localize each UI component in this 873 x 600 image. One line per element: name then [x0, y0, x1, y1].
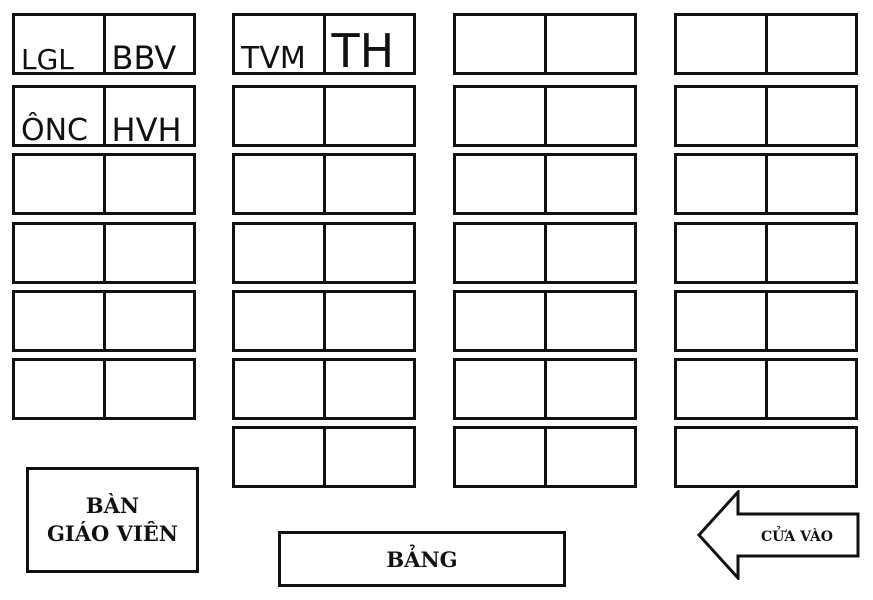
desk — [232, 358, 416, 420]
seat — [764, 361, 856, 417]
seat — [543, 16, 635, 72]
seat — [322, 293, 414, 349]
seat — [543, 293, 635, 349]
seat — [102, 225, 194, 281]
seat — [15, 156, 103, 212]
desk — [12, 153, 196, 215]
desk — [453, 153, 637, 215]
desk — [453, 290, 637, 352]
desk — [453, 13, 637, 75]
seat: LGL — [15, 16, 103, 73]
seat — [235, 156, 323, 212]
student-initials: ÔNC — [21, 113, 89, 145]
arrow-left-icon — [696, 490, 860, 580]
desk — [453, 426, 637, 488]
desk — [453, 85, 637, 147]
seat — [102, 361, 194, 417]
student-initials: TH — [331, 24, 395, 72]
seat — [543, 88, 635, 144]
desk — [232, 426, 416, 488]
seat — [456, 293, 544, 349]
desk — [453, 358, 637, 420]
seat — [456, 88, 544, 144]
entrance-label: CỬA VÀO — [761, 529, 833, 545]
desk — [674, 290, 858, 352]
desk — [453, 222, 637, 284]
seat — [322, 429, 414, 485]
desk — [12, 222, 196, 284]
seat — [456, 16, 544, 72]
desk — [232, 222, 416, 284]
desk: TVM TH — [232, 13, 416, 75]
seat — [677, 156, 765, 212]
desk — [232, 85, 416, 147]
seat — [102, 156, 194, 212]
seat — [235, 361, 323, 417]
desk — [12, 358, 196, 420]
desk — [232, 153, 416, 215]
seat: HVH — [102, 88, 194, 144]
seat — [235, 88, 323, 144]
seat — [677, 361, 765, 417]
seat — [677, 429, 855, 485]
desk: LGL BBV — [12, 13, 196, 75]
desk — [674, 222, 858, 284]
seat — [15, 293, 103, 349]
student-initials: HVH — [111, 111, 182, 144]
desk — [674, 85, 858, 147]
desk — [232, 290, 416, 352]
seat — [322, 156, 414, 212]
seat — [235, 429, 323, 485]
seat — [15, 225, 103, 281]
seat — [764, 88, 856, 144]
seat — [456, 156, 544, 212]
seat — [456, 225, 544, 281]
seat — [677, 16, 765, 72]
seat — [456, 429, 544, 485]
student-initials: TVM — [241, 41, 306, 73]
seat — [102, 293, 194, 349]
seat: TH — [322, 16, 414, 72]
seat — [543, 361, 635, 417]
seat — [677, 225, 765, 281]
seat — [543, 225, 635, 281]
seat — [235, 293, 323, 349]
seat — [322, 88, 414, 144]
board: BẢNG — [278, 531, 566, 587]
seat — [322, 225, 414, 281]
desk — [674, 13, 858, 75]
seat — [235, 225, 323, 281]
student-initials: BBV — [111, 39, 177, 72]
seat — [764, 225, 856, 281]
student-initials: LGL — [21, 43, 74, 73]
desk — [674, 358, 858, 420]
seat — [677, 88, 765, 144]
seat — [764, 156, 856, 212]
seat — [764, 16, 856, 72]
seat — [456, 361, 544, 417]
seat — [543, 156, 635, 212]
seat: BBV — [102, 16, 194, 72]
board-label: BẢNG — [386, 546, 458, 572]
seat: ÔNC — [15, 88, 103, 145]
seat: TVM — [235, 16, 323, 73]
desk: ÔNC HVH — [12, 85, 196, 147]
desk — [12, 290, 196, 352]
desk — [674, 426, 858, 488]
seat — [677, 293, 765, 349]
desk — [674, 153, 858, 215]
seat — [15, 361, 103, 417]
teacher-desk-label-line2: GIÁO VIÊN — [47, 521, 178, 546]
teacher-desk: BÀN GIÁO VIÊN — [26, 467, 199, 573]
seat — [322, 361, 414, 417]
seat — [543, 429, 635, 485]
teacher-desk-label-line1: BÀN — [85, 492, 140, 518]
seat — [764, 293, 856, 349]
